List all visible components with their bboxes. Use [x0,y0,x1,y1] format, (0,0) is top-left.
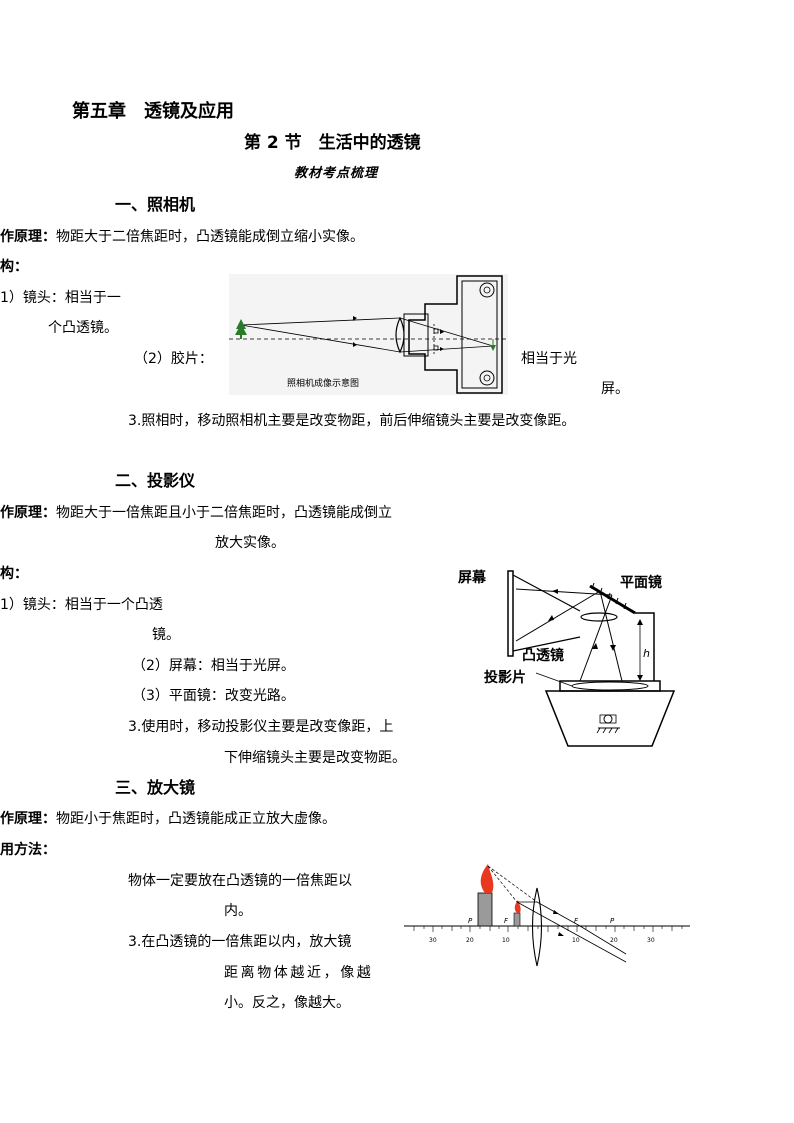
magnifier-axis-label-5: 30 [647,937,655,944]
projector-fig-lens: 凸透镜 [522,647,564,664]
magnifier-point-f-right: F [574,917,579,925]
magnifier-note-line3: 小。反之，像越大。 [224,995,350,1011]
projector-mirror-line: （3）平面镜：改变光路。 [132,688,295,704]
projector-lens-line2: 镜。 [152,627,180,643]
magnifier-axis-label-4: 20 [610,937,618,944]
section-title: 第 2 节 生活中的透镜 [244,133,421,153]
projector-diagram: h 屏幕 平面镜 凸透镜 投影片 [452,563,680,753]
camera-film-label: （2）胶片： [134,351,213,367]
magnifier-usage-line1: 物体一定要放在凸透镜的一倍焦距以 [128,873,352,889]
projector-principle: 工作原理：物距大于一倍焦距且小于二倍焦距时，凸透镜能成倒立 [0,504,392,522]
camera-lens-line2: 个凸透镜。 [48,320,118,336]
magnifier-usage-label: 使用方法： [0,842,56,858]
magnifier-point-p-right: P [610,917,615,925]
camera-principle-text: 物距大于二倍焦距时，凸透镜能成倒立缩小实像。 [56,229,364,245]
projector-principle-text2: 放大实像。 [215,535,285,551]
projector-lens-line1: （1）镜头：相当于一个凸透 [0,597,163,613]
magnifier-usage-line2: 内。 [224,903,252,919]
projector-note-line1: 3.使用时，移动投影仪主要是改变像距，上 [128,719,394,735]
camera-structure-label: 结构： [0,259,28,275]
projector-structure-label: 结构： [0,566,28,582]
camera-figure-caption: 照相机成像示意图 [287,377,359,389]
magnifier-heading: 三、放大镜 [115,778,196,797]
projector-fig-h: h [643,647,650,660]
projector-fig-screen: 屏幕 [458,569,487,586]
magnifier-diagram: 30 20 10 10 20 30 P F F P [404,858,692,968]
magnifier-axis-label-1: 20 [466,937,474,944]
projector-heading: 二、投影仪 [115,471,196,490]
magnifier-point-f-left: F [504,917,509,925]
projector-principle-text1: 物距大于一倍焦距且小于二倍焦距时，凸透镜能成倒立 [56,505,392,521]
subtitle: 教材考点梳理 [294,166,379,181]
magnifier-axis-label-2: 10 [502,937,510,944]
camera-note: 3.照相时，移动照相机主要是改变物距，前后伸缩镜头主要是改变像距。 [128,413,576,429]
magnifier-axis-label-3: 10 [572,937,580,944]
magnifier-axis-label-0: 30 [429,937,437,944]
camera-principle: 工作原理：物距大于二倍焦距时，凸透镜能成倒立缩小实像。 [0,228,364,246]
magnifier-point-p-left: P [468,917,473,925]
camera-lens-line1: （1）镜头：相当于一 [0,290,121,306]
projector-note-line2: 下伸缩镜头主要是改变物距。 [224,750,406,766]
magnifier-note-line1: 3.在凸透镜的一倍焦距以内，放大镜 [128,934,352,950]
projector-screen-line: （2）屏幕：相当于光屏。 [132,658,295,674]
magnifier-note-line2: 距离物体越近，像越 [224,965,374,981]
chapter-title: 第五章 透镜及应用 [72,101,234,122]
camera-diagram: 照相机成像示意图 [229,274,508,395]
camera-principle-label: 工作原理： [0,229,56,245]
projector-principle-label: 工作原理： [0,505,56,521]
camera-heading: 一、照相机 [115,195,196,214]
projector-fig-mirror: 平面镜 [620,574,662,591]
projector-fig-slide: 投影片 [484,669,526,686]
camera-film-text2: 屏。 [601,381,629,397]
magnifier-principle: 工作原理：物距小于焦距时，凸透镜能成正立放大虚像。 [0,810,336,828]
camera-film-text1: 相当于光 [521,351,577,367]
magnifier-principle-text: 物距小于焦距时，凸透镜能成正立放大虚像。 [56,811,336,827]
magnifier-principle-label: 工作原理： [0,811,56,827]
